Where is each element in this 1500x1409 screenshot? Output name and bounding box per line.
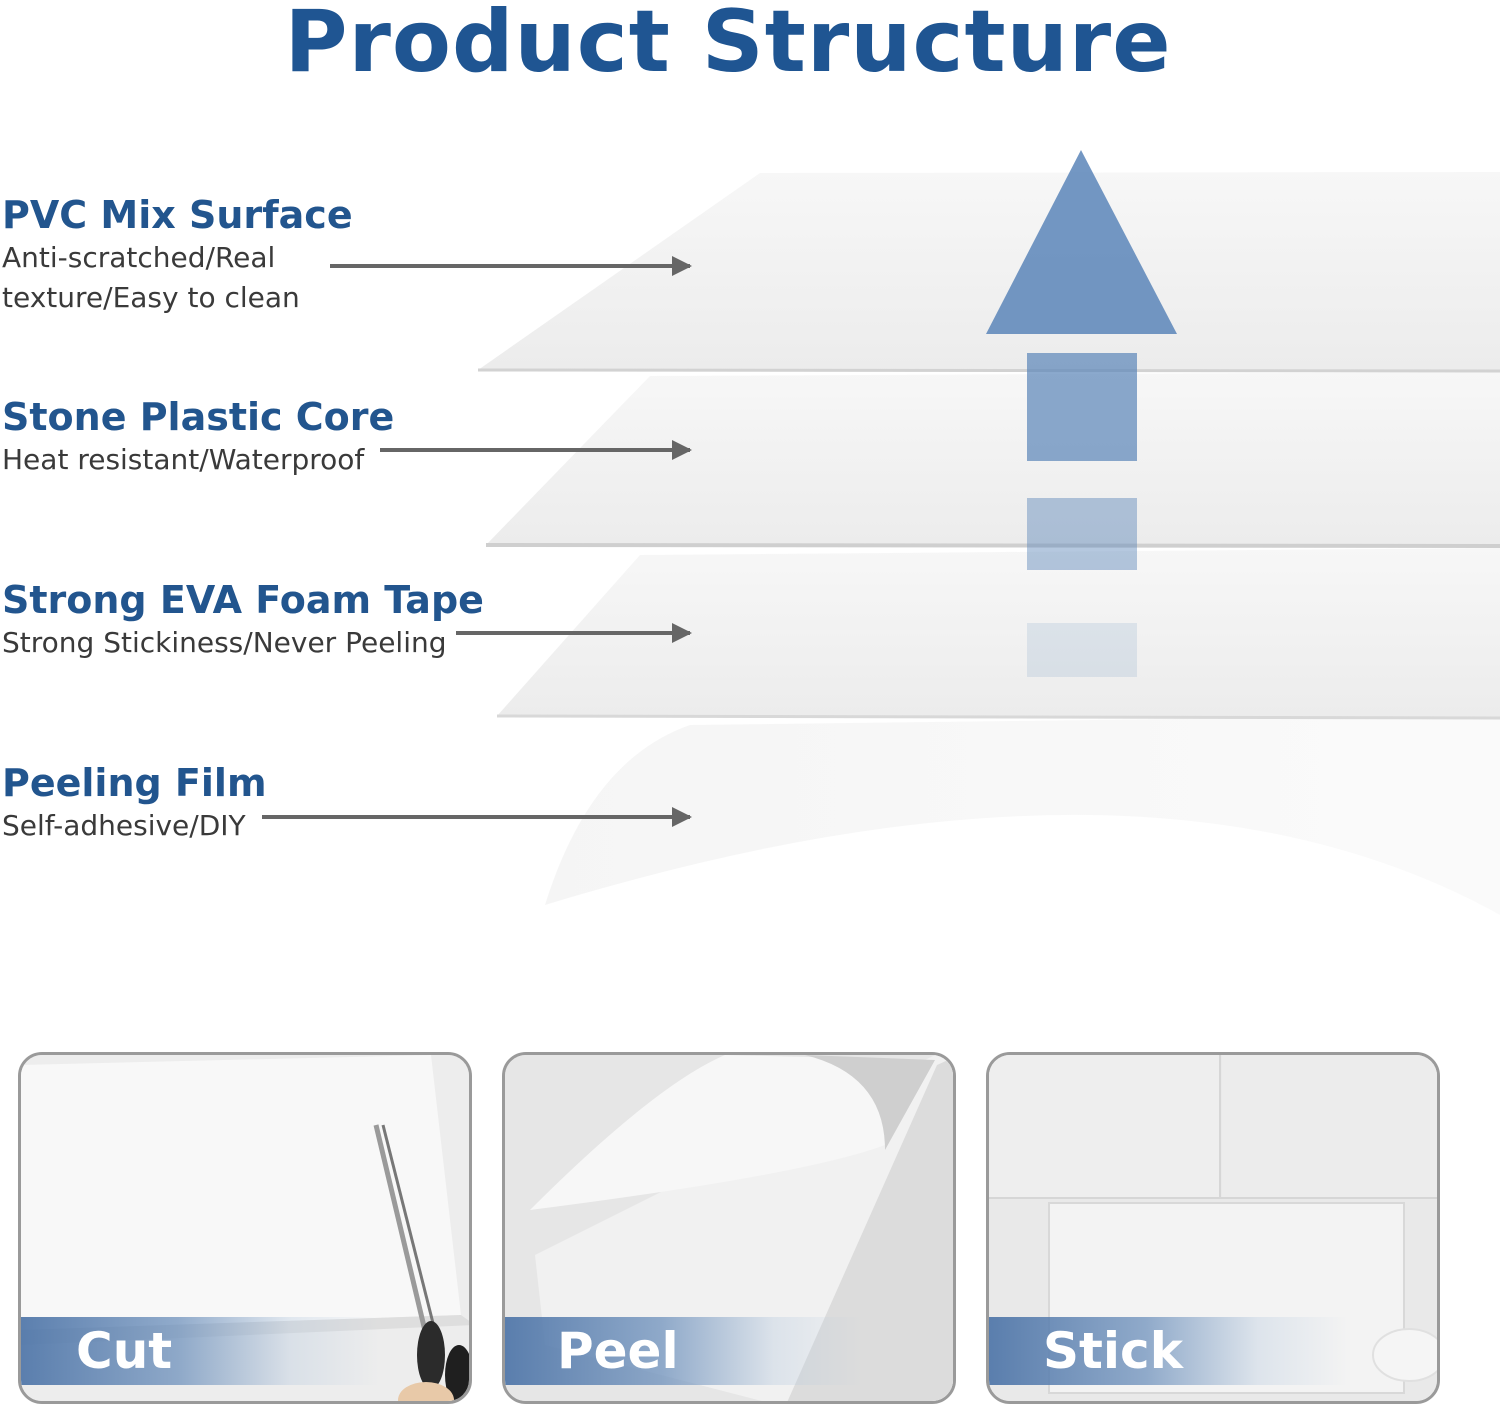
stone-plastic-core-sheet (486, 372, 1500, 546)
upward-arrow-icon (986, 150, 1177, 677)
layer-description: Strong Stickiness/Never Peeling (2, 626, 447, 659)
layer-name: Stone Plastic Core (2, 395, 395, 439)
step-label: Peel (557, 1322, 679, 1380)
eva-foam-sheet (497, 548, 1500, 718)
pvc-surface-sheet (478, 172, 1500, 371)
layer-name: Peeling Film (2, 761, 267, 805)
layer-label-eva-foam-tape: Strong EVA Foam Tape Strong Stickiness/N… (2, 577, 484, 663)
step-band (21, 1317, 469, 1385)
step-card-stick: Stick (986, 1052, 1440, 1404)
step-card-peel: Peel (502, 1052, 956, 1404)
layer-name: PVC Mix Surface (2, 193, 353, 237)
peeling-film-sheet (545, 715, 1500, 915)
layer-label-peeling-film: Peeling Film Self-adhesive/DIY (2, 760, 267, 846)
layer-label-stone-plastic-core: Stone Plastic Core Heat resistant/Waterp… (2, 394, 394, 480)
step-label: Cut (76, 1322, 173, 1380)
step-band (989, 1317, 1437, 1385)
layer-label-pvc-surface: PVC Mix Surface Anti-scratched/Real text… (2, 192, 353, 318)
layer-description: Heat resistant/Waterproof (2, 443, 365, 476)
layer-description: Anti-scratched/Real texture/Easy to clea… (2, 241, 300, 314)
layer-stack-diagram (262, 150, 1500, 915)
page-title: Product Structure (284, 0, 1172, 92)
layer-name: Strong EVA Foam Tape (2, 578, 484, 622)
step-card-cut: Cut (18, 1052, 472, 1404)
step-label: Stick (1043, 1322, 1183, 1380)
layer-description: Self-adhesive/DIY (2, 809, 246, 842)
step-band (505, 1317, 953, 1385)
